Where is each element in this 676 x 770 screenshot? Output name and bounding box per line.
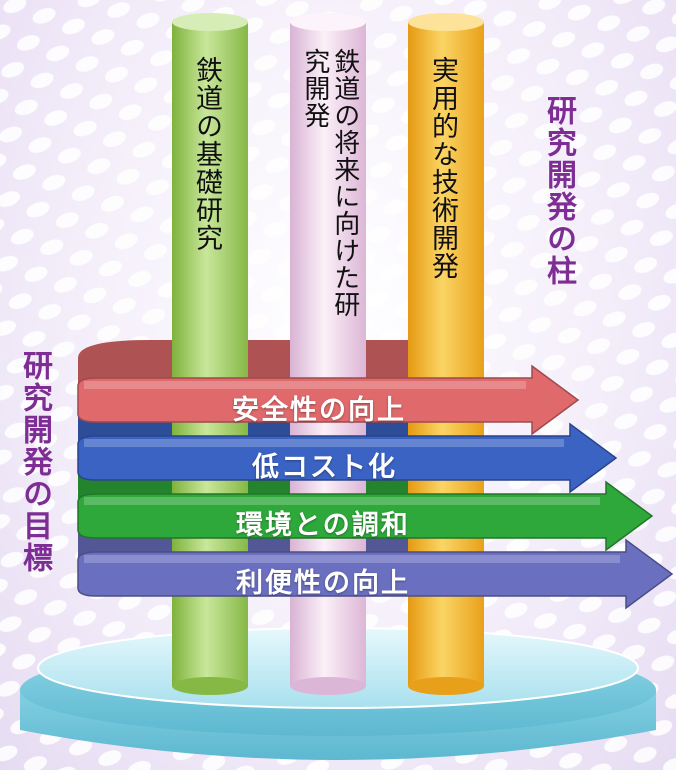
goal-arrow-highlight-convenience — [84, 555, 620, 563]
goal-arrow-low-cost — [77, 422, 618, 494]
goal-arrow-highlight-low-cost — [84, 439, 564, 447]
goal-arrow-highlight-environment — [84, 497, 600, 505]
goals-heading: 研究開発の目標 — [17, 350, 52, 574]
goal-label-environment: 環境との調和 — [236, 510, 410, 541]
goal-arrow-safety — [77, 364, 580, 436]
goal-label-safety: 安全性の向上 — [232, 395, 406, 426]
pillar-label-future-research: 鉄道の将来に向けた研究開発 — [299, 48, 360, 318]
goal-label-convenience: 利便性の向上 — [236, 568, 410, 599]
pillar-label-practical-development: 実用的な技術開発 — [427, 56, 459, 280]
goal-arrow-convenience — [77, 538, 674, 610]
goal-label-low-cost: 低コスト化 — [252, 452, 397, 483]
goal-arrow-environment — [77, 480, 654, 552]
goal-arrow-highlight-safety — [84, 381, 526, 389]
pillars-heading: 研究開発の柱 — [541, 95, 576, 287]
pillar-label-basic-research: 鉄道の基礎研究 — [191, 56, 223, 252]
